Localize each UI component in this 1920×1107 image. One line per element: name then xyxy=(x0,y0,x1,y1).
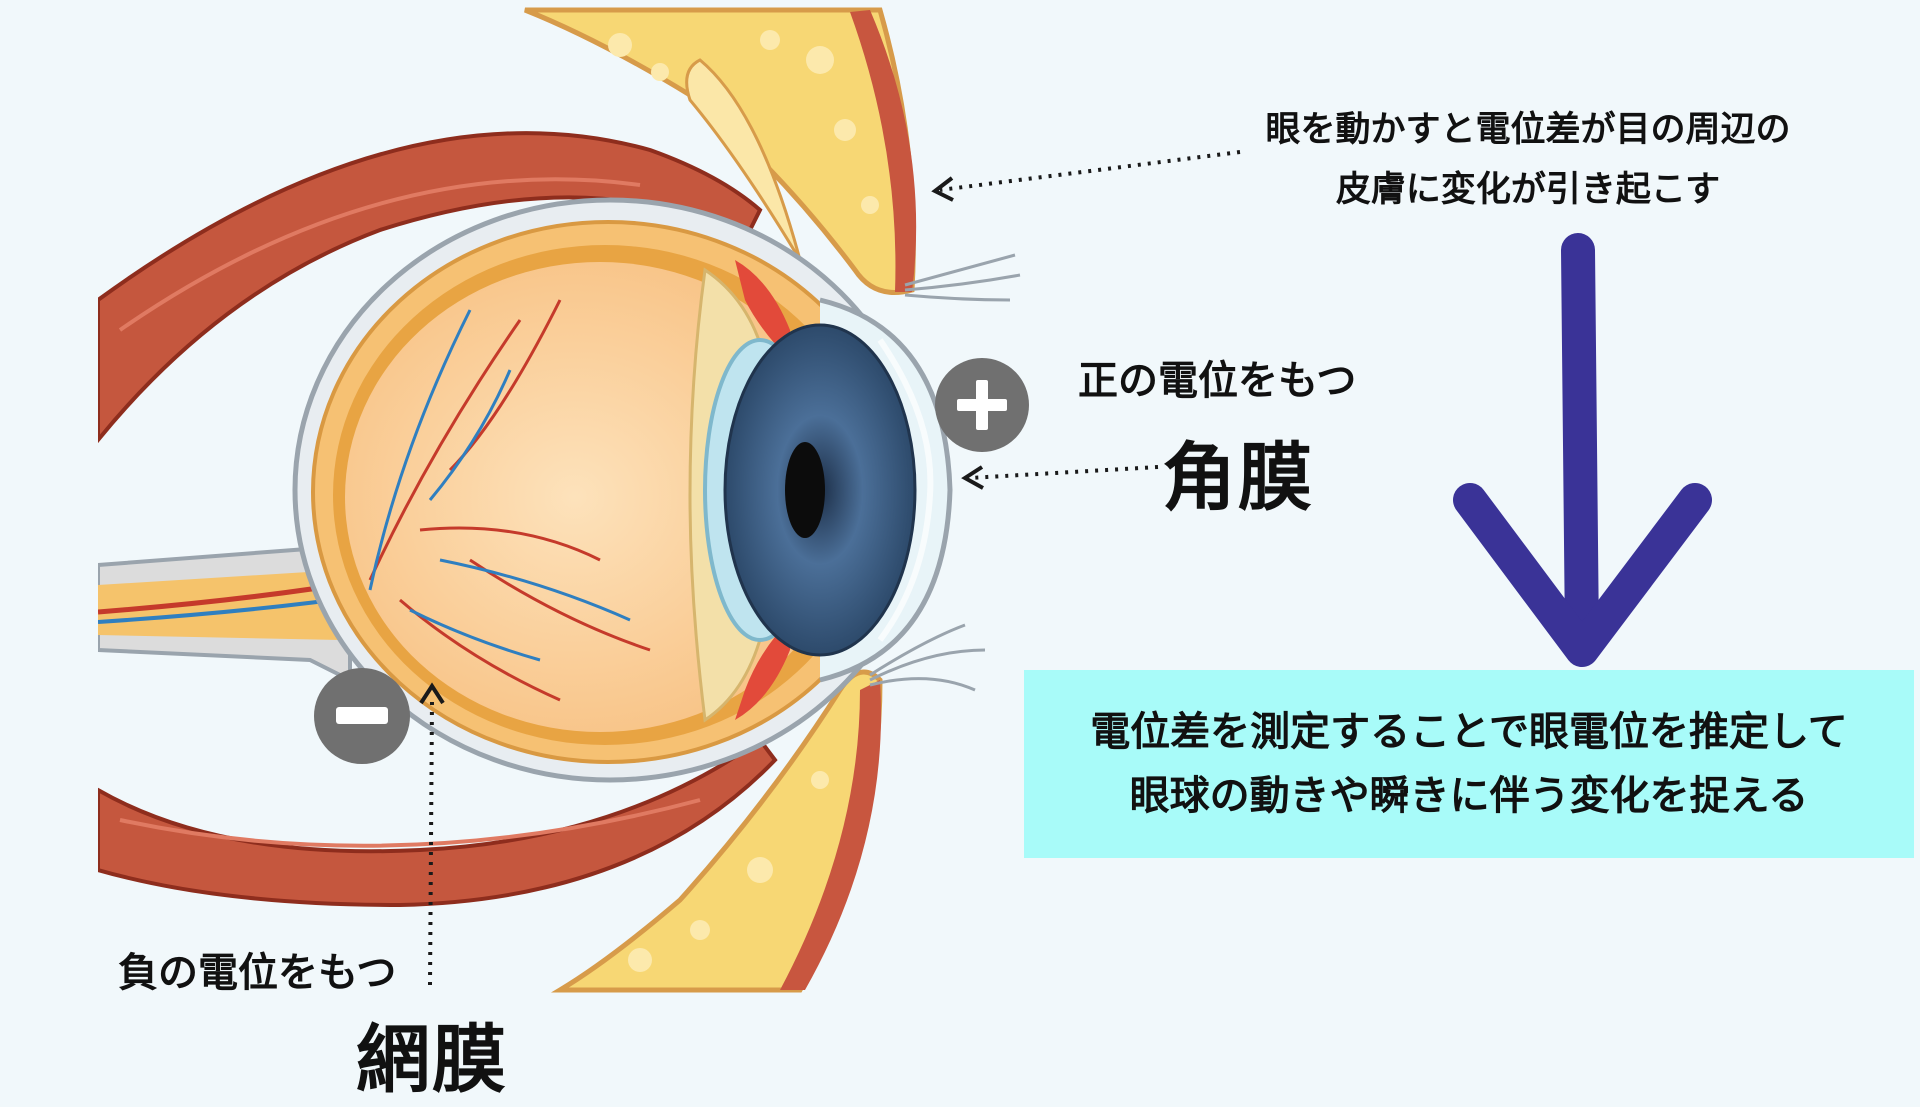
retina-potential-label: 負の電位をもつ xyxy=(118,950,397,996)
result-box: 電位差を測定することで眼電位を推定して 眼球の動きや瞬きに伴う変化を捉える xyxy=(1024,670,1914,858)
lower-eyelid xyxy=(550,623,986,993)
minus-charge-icon xyxy=(314,668,410,764)
eye-movement-note: 眼を動かすと電位差が目の周辺の 皮膚に変化が引き起こす xyxy=(1228,100,1828,220)
plus-charge-icon xyxy=(935,358,1029,452)
eye-diagram xyxy=(98,7,1712,993)
down-arrow-icon xyxy=(1453,233,1712,667)
result-line-1: 電位差を測定することで眼電位を推定して xyxy=(1090,709,1848,755)
upper-eyelid xyxy=(524,7,1021,302)
eye-muscles xyxy=(98,131,778,908)
retina-title: 網膜 xyxy=(356,1017,508,1103)
cornea-pointer xyxy=(961,465,1159,490)
note-pointer xyxy=(931,150,1241,202)
result-line-2: 眼球の動きや瞬きに伴う変化を捉える xyxy=(1129,773,1809,819)
note-line-2: 皮膚に変化が引き起こす xyxy=(1335,170,1721,210)
eyeball xyxy=(292,197,953,783)
note-line-1: 眼を動かすと電位差が目の周辺の xyxy=(1265,110,1791,150)
retina-pointer xyxy=(419,682,445,986)
cornea-title: 角膜 xyxy=(1162,435,1314,521)
cornea-potential-label: 正の電位をもつ xyxy=(1078,358,1357,404)
